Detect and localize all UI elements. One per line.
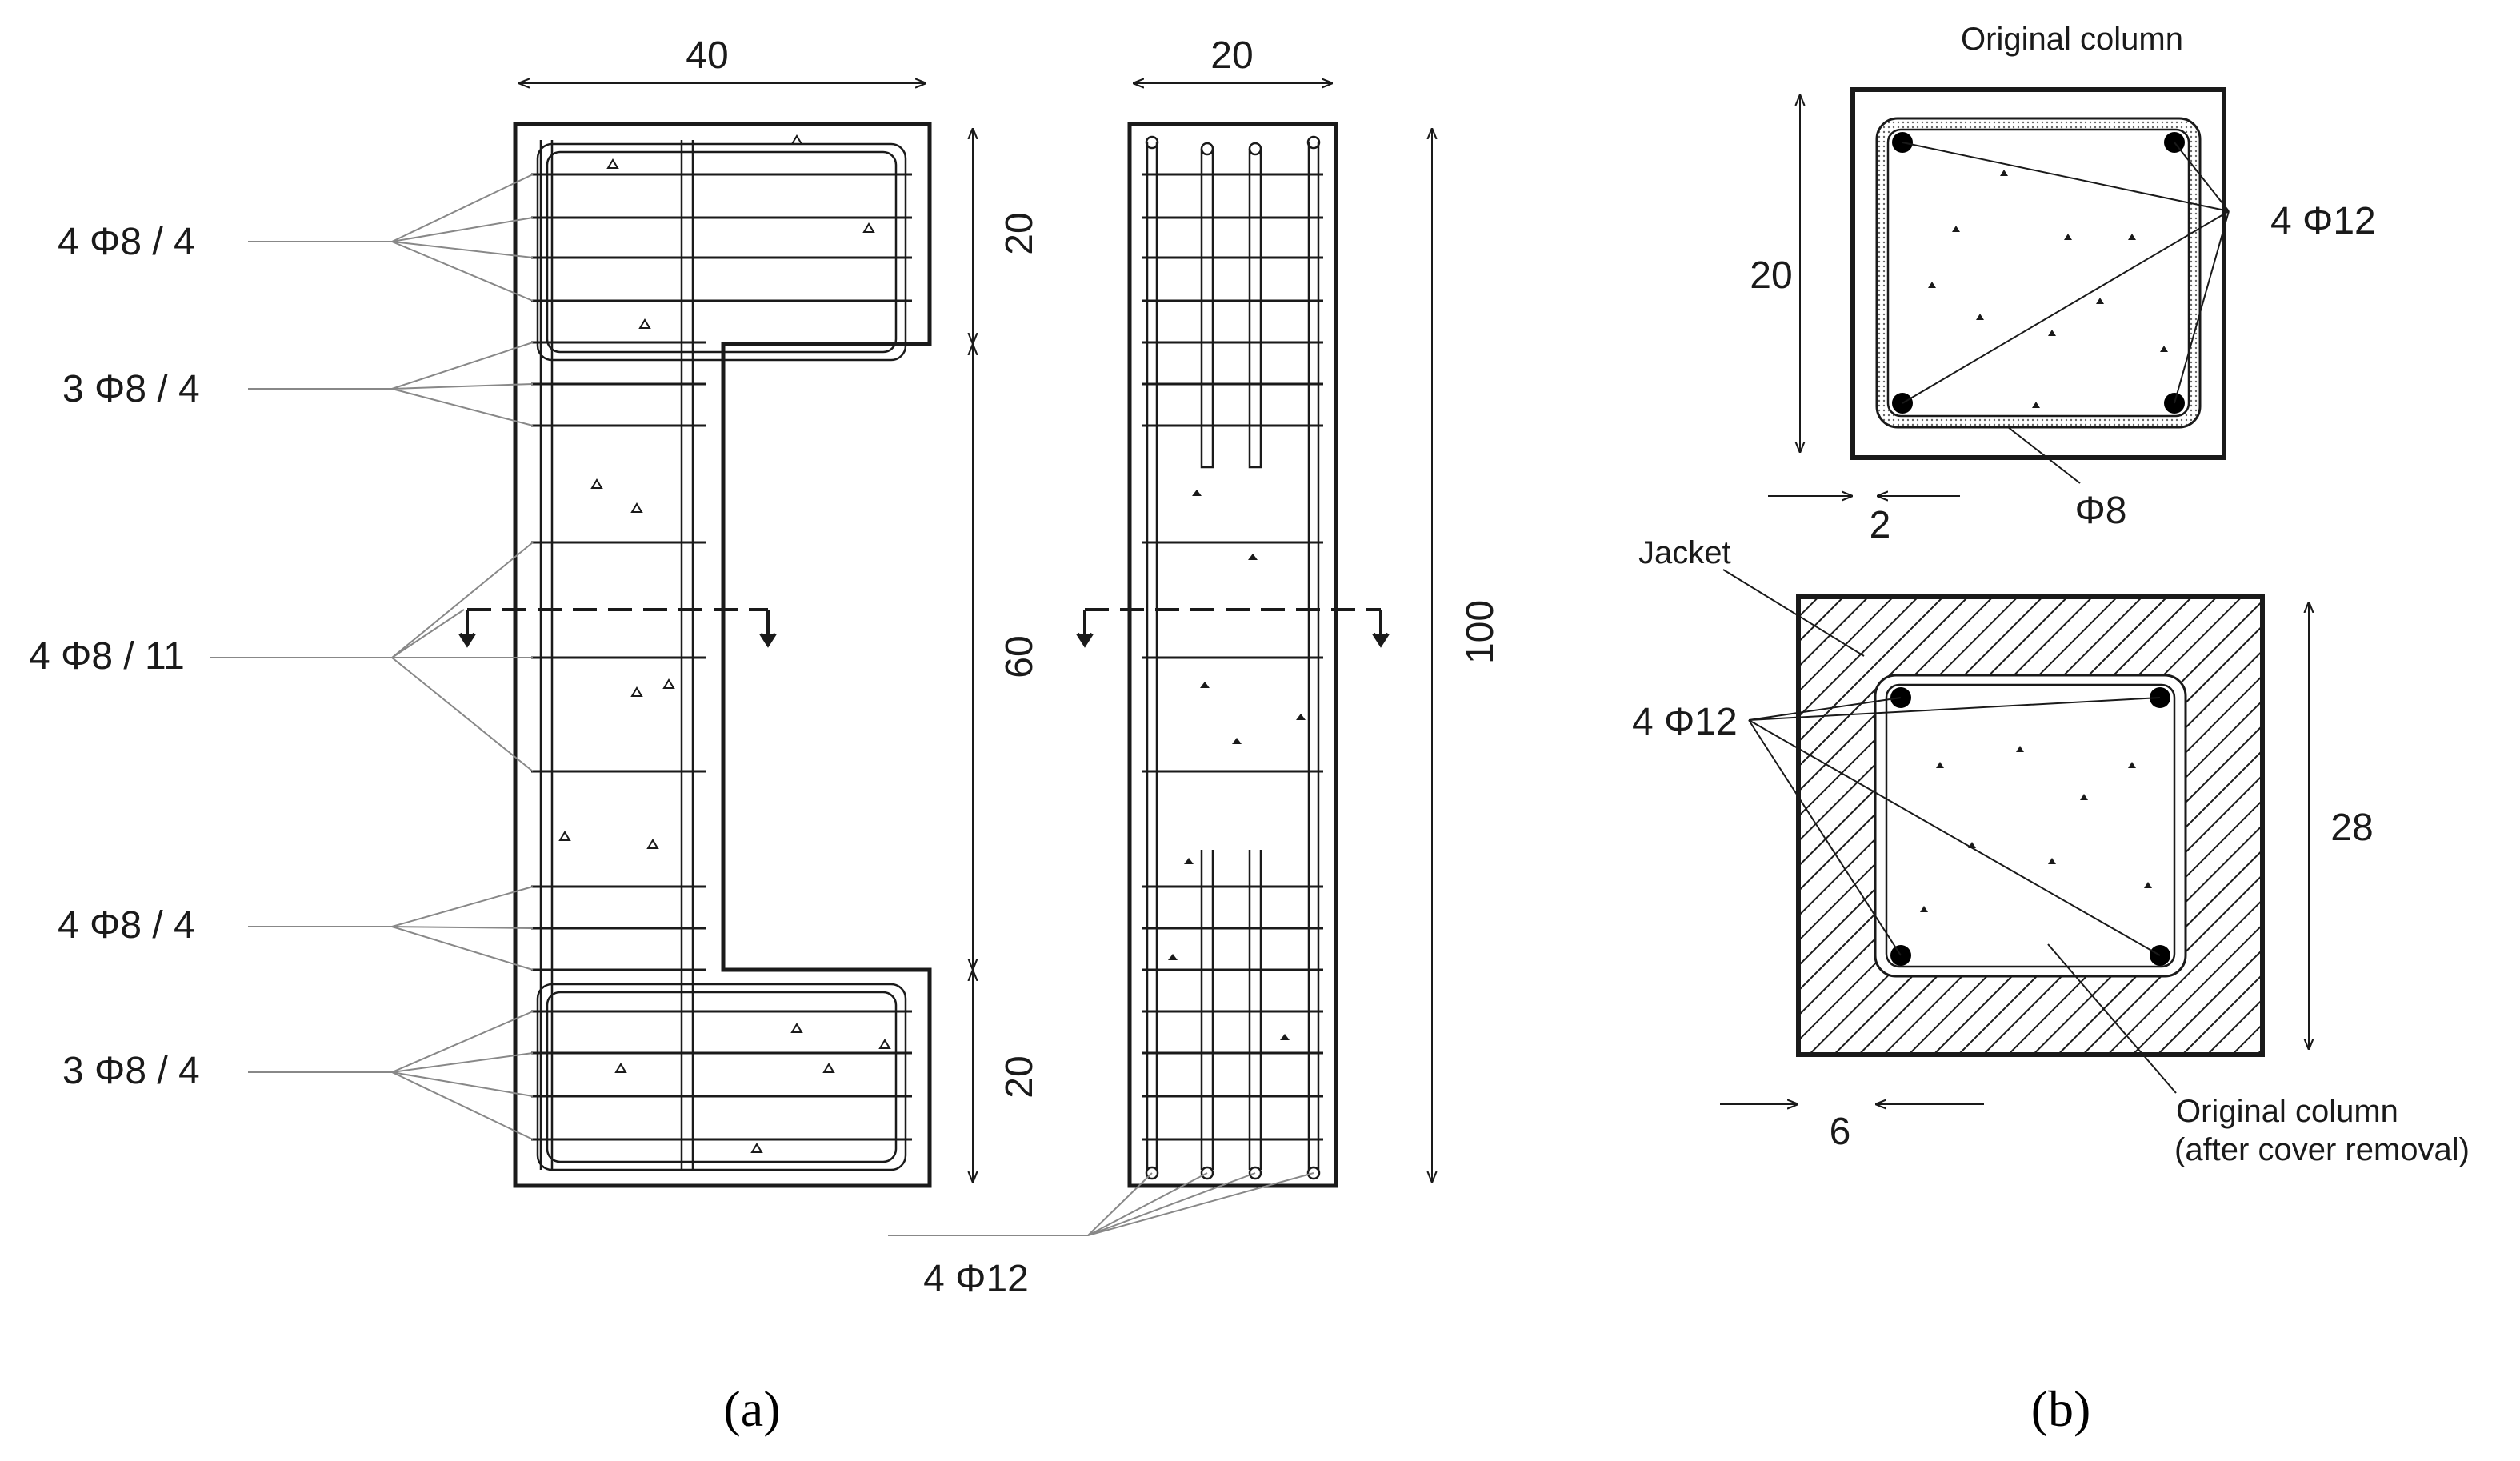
jacketed-section: Jacket 4 Φ12 28 6 Original column (after… bbox=[1632, 535, 2470, 1167]
core-leader bbox=[2047, 943, 2177, 1094]
caption-a: (a) bbox=[723, 1380, 780, 1437]
jacket-thickness: 6 bbox=[1830, 1111, 1851, 1153]
stirrup-leaders bbox=[210, 174, 534, 1140]
side-view: 20 100 4 Φ12 bbox=[888, 34, 1502, 1300]
dim-front-top: 20 bbox=[998, 212, 1041, 254]
jacketed-bars-label: 4 Φ12 bbox=[1632, 701, 1738, 743]
jacket-leader bbox=[1722, 569, 1865, 657]
front-aggregate bbox=[558, 134, 891, 1153]
jacketed-bars bbox=[1890, 687, 2170, 966]
side-bar-leaders bbox=[888, 1172, 1314, 1236]
front-longitudinal-bars bbox=[536, 140, 907, 1171]
original-bar-leaders bbox=[1902, 142, 2230, 404]
original-tie-label: Φ8 bbox=[2075, 490, 2127, 532]
core-label-line2: (after cover removal) bbox=[2174, 1132, 2470, 1167]
side-stirrups bbox=[1142, 173, 1323, 1141]
core-label-line1: Original column bbox=[2176, 1094, 2398, 1129]
jacketed-bar-leaders bbox=[1748, 697, 2161, 956]
original-tie-leader bbox=[2007, 426, 2081, 484]
dim-side-height: 100 bbox=[1459, 600, 1502, 664]
dim-front-middle: 60 bbox=[998, 635, 1041, 678]
stirrup-label-2: 3 Φ8 / 4 bbox=[62, 368, 200, 410]
caption-b: (b) bbox=[2031, 1380, 2091, 1437]
jacketed-size: 28 bbox=[2330, 807, 2373, 849]
front-view: 40 20 60 20 bbox=[458, 34, 1041, 1188]
stirrup-labels: 4 Φ8 / 4 3 Φ8 / 4 4 Φ8 / 11 4 Φ8 / 4 3 Φ… bbox=[29, 174, 534, 1140]
side-bars-label: 4 Φ12 bbox=[923, 1258, 1029, 1300]
jacketed-core bbox=[1885, 683, 2176, 968]
stirrup-label-5: 3 Φ8 / 4 bbox=[62, 1050, 200, 1092]
side-view-outline bbox=[1127, 122, 1338, 1188]
stirrup-label-3: 4 Φ8 / 11 bbox=[29, 635, 185, 678]
stirrup-label-4: 4 Φ8 / 4 bbox=[58, 904, 195, 947]
original-section-title: Original column bbox=[1961, 22, 2183, 57]
dim-side-width: 20 bbox=[1210, 34, 1253, 77]
dim-front-width: 40 bbox=[686, 34, 728, 77]
dim-front-bottom: 20 bbox=[998, 1055, 1041, 1098]
jacket-label: Jacket bbox=[1638, 535, 1731, 570]
stirrup-label-1: 4 Φ8 / 4 bbox=[58, 221, 195, 263]
original-section: Original column 4 Φ12 20 2 Φ8 bbox=[1750, 22, 2375, 546]
front-section-cut bbox=[458, 608, 777, 648]
side-section-cut bbox=[1076, 608, 1390, 648]
original-size: 20 bbox=[1750, 254, 1792, 297]
front-stirrups bbox=[531, 173, 912, 1141]
front-view-outline bbox=[513, 122, 932, 1188]
side-longitudinal-bars bbox=[1145, 135, 1321, 1180]
original-cover: 2 bbox=[1870, 504, 1891, 546]
original-bars-label: 4 Φ12 bbox=[2270, 200, 2376, 242]
original-core bbox=[1886, 128, 2190, 418]
side-aggregate bbox=[1168, 490, 1306, 1040]
